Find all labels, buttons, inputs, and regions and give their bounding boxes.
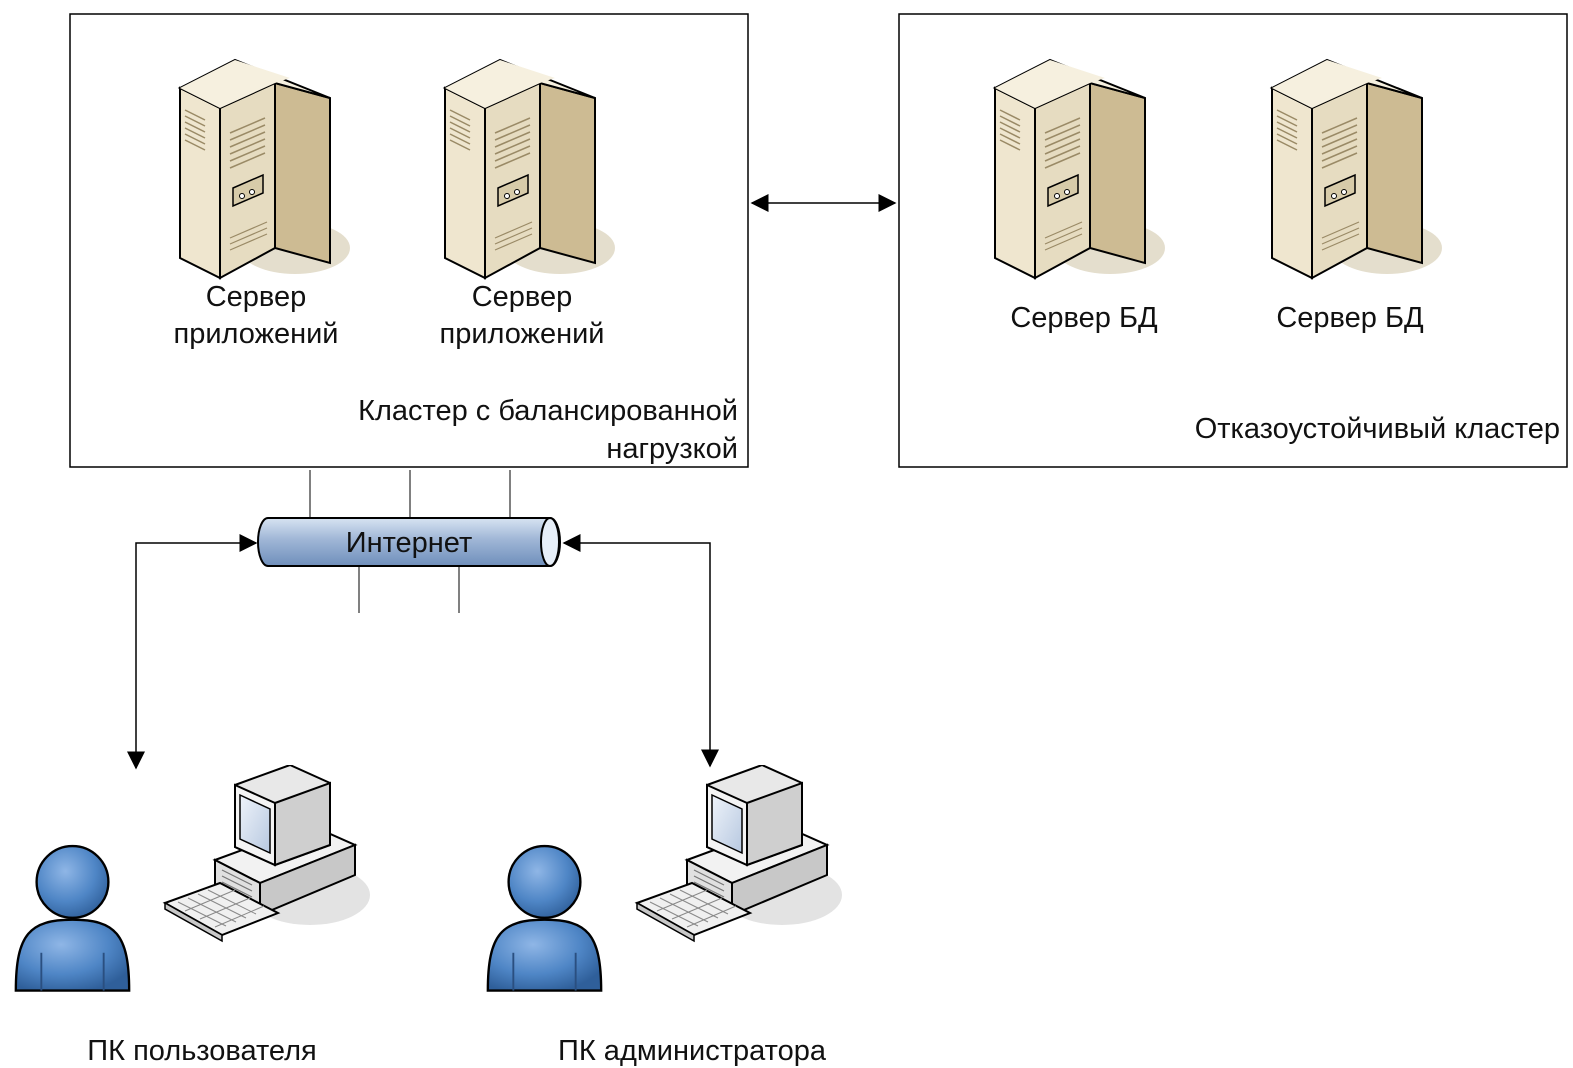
db-server-1-label: Сервер БД: [1010, 302, 1158, 334]
computer-icon: [164, 765, 371, 942]
person-icon: [486, 844, 603, 992]
server-icon: [1271, 59, 1443, 279]
admin-pc-label: ПК администратора: [558, 1035, 827, 1067]
admin-link-arrow: [562, 534, 719, 768]
app-server-2-label-line2: приложений: [439, 318, 604, 350]
internet-connector-lines: [309, 470, 511, 613]
app-server-2-label-line1: Сервер: [472, 281, 573, 313]
server-icon: [179, 59, 351, 279]
person-icon: [14, 844, 131, 992]
db-cluster-frame: [898, 13, 1568, 468]
server-icon: [994, 59, 1166, 279]
app-server-2: Сервер приложений: [439, 59, 616, 350]
app-cluster-title-line2: нагрузкой: [606, 433, 738, 465]
db-server-1: Сервер БД: [994, 59, 1166, 334]
db-cluster-title: Отказоустойчивый кластер: [1195, 413, 1560, 445]
db-server-2: Сервер БД: [1271, 59, 1443, 334]
admin-pc: ПК администратора: [486, 765, 843, 1067]
app-server-1: Сервер приложений: [173, 59, 351, 350]
app-cluster-title-line1: Кластер с балансированной: [358, 395, 738, 427]
user-pc: ПК пользователя: [14, 765, 371, 1067]
internet-pipe: Интернет: [257, 517, 561, 567]
user-pc-label: ПК пользователя: [87, 1035, 316, 1067]
app-cluster-frame: [69, 13, 749, 468]
user-link-arrow: [127, 534, 258, 770]
app-server-1-label-line2: приложений: [173, 318, 338, 350]
app-server-1-label-line1: Сервер: [206, 281, 307, 313]
internet-label: Интернет: [346, 527, 473, 559]
db-server-2-label: Сервер БД: [1276, 302, 1424, 334]
computer-icon: [636, 765, 843, 942]
server-icon: [444, 59, 616, 279]
